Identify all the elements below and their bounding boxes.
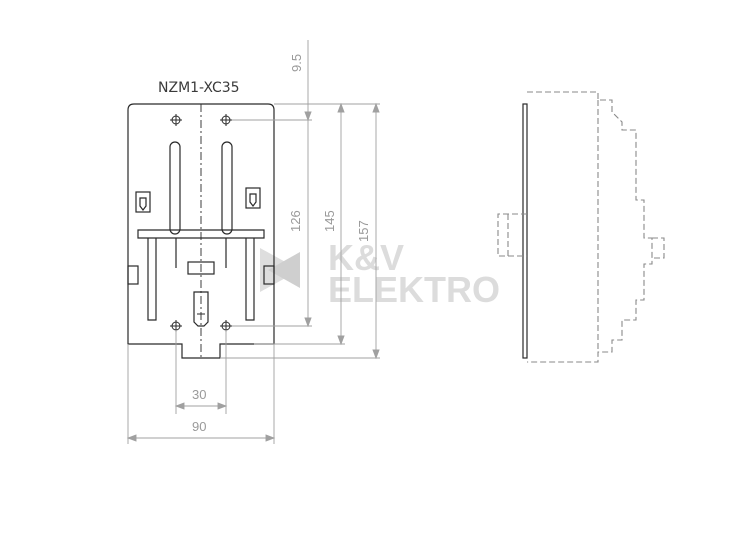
dimension-9-5: 9.5	[289, 54, 304, 72]
watermark-logo-icon	[260, 248, 300, 292]
dimension-90: 90	[192, 419, 206, 434]
dimension-157: 157	[356, 220, 371, 242]
plate-outline	[127, 103, 275, 359]
front-view	[127, 103, 275, 359]
dimension-lines	[126, 40, 380, 444]
watermark-line2: ELEKTRO	[328, 269, 500, 310]
latch-left	[135, 191, 151, 213]
breaker-outline-dashed	[497, 91, 665, 363]
center-catch	[187, 261, 215, 275]
side-tab-right	[263, 265, 275, 285]
side-tab-left	[127, 265, 139, 285]
dimension-145: 145	[322, 210, 337, 232]
side-plate	[522, 103, 528, 359]
part-number-label: NZM1-XC35	[158, 80, 240, 96]
latch-right	[245, 187, 261, 209]
dimension-126: 126	[288, 210, 303, 232]
side-view	[497, 91, 665, 363]
release-lever	[193, 291, 209, 327]
slot-right	[221, 141, 233, 235]
din-rail-frame	[137, 229, 265, 321]
slot-left	[169, 141, 181, 235]
watermark: K&V ELEKTRO	[260, 237, 500, 310]
dimension-30: 30	[192, 387, 206, 402]
